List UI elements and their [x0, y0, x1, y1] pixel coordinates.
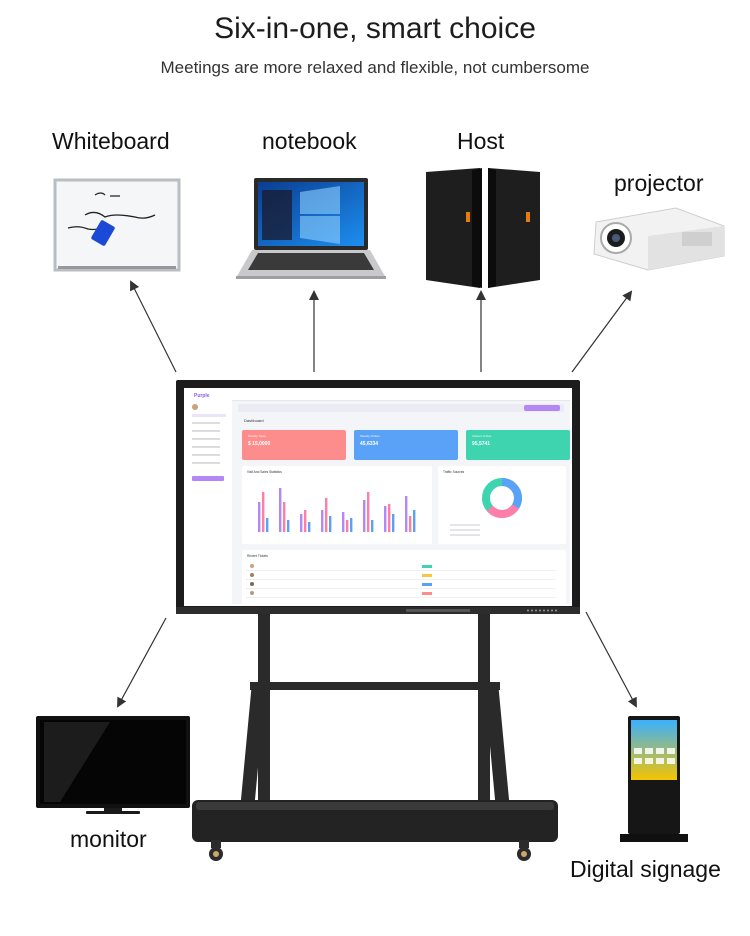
mobile-stand	[192, 612, 558, 861]
screen-table-panel: Recent Tickets	[242, 550, 566, 604]
projector-icon	[593, 207, 725, 271]
notebook-label: notebook	[262, 128, 357, 154]
kiosk-icon	[620, 716, 688, 842]
display-screen: Purple Dashboard Weekly Sales $ 15,0000 …	[186, 390, 570, 604]
speaker-icon	[426, 168, 540, 288]
projector-label: projector	[614, 170, 704, 196]
avatar	[192, 404, 198, 410]
mini-bar-chart	[258, 488, 416, 532]
page-subtitle: Meetings are more relaxed and flexible, …	[160, 58, 590, 77]
screen-topbar	[232, 390, 570, 401]
screen-sidebar: Purple	[186, 390, 232, 604]
laptop-icon	[236, 178, 386, 279]
screen-upgrade-button	[524, 405, 560, 411]
stat-card-orders: Weekly Orders 45,6334	[354, 430, 458, 460]
page-title: Six-in-one, smart choice	[214, 12, 536, 45]
connection-arrows	[117, 280, 637, 708]
screen-banner	[238, 404, 564, 412]
mini-donut	[450, 478, 522, 536]
stat-card-visitors: Visitors Online 95,5741	[466, 430, 570, 460]
monitor-label: monitor	[70, 826, 147, 852]
stat-card-sales: Weekly Sales $ 15,0000	[242, 430, 346, 460]
screen-bar-chart-panel: Visit And Sales Statistics	[242, 466, 432, 544]
screen-section-title: Dashboard	[244, 418, 264, 423]
host-label: Host	[457, 128, 505, 154]
screen-traffic-panel: Traffic Sources	[438, 466, 566, 544]
whiteboard-label: Whiteboard	[52, 128, 170, 154]
monitor-icon	[36, 716, 190, 814]
screen-brand: Purple	[194, 393, 210, 399]
whiteboard-icon	[53, 178, 181, 272]
digital-signage-label: Digital signage	[570, 856, 721, 882]
